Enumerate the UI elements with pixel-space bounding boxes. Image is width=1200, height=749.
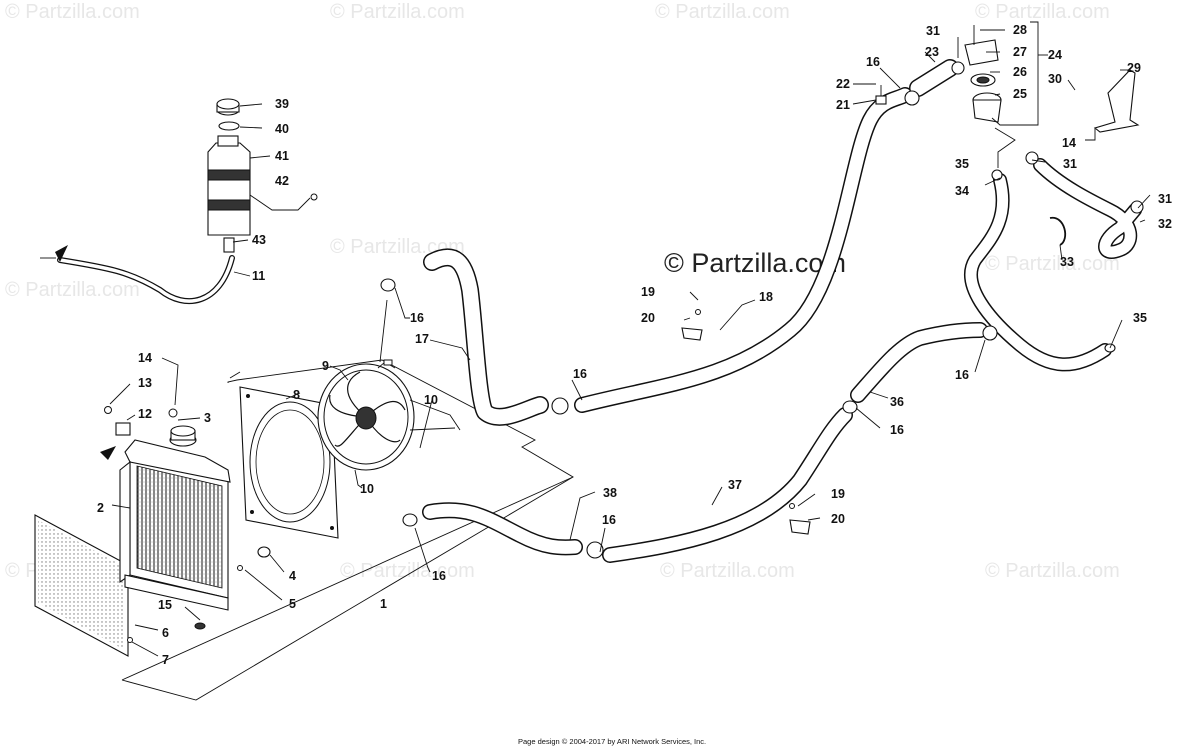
callout-5: 5: [289, 597, 296, 611]
callout-41: 41: [275, 149, 289, 163]
cooling-fan: [317, 359, 461, 471]
callout-4: 4: [289, 569, 296, 583]
callout-9: 9: [322, 359, 329, 373]
callout-16d: 16: [602, 513, 616, 527]
fan-shroud: [239, 386, 339, 539]
watermark-text: © Partzilla.com: [975, 1, 1110, 23]
callout-15: 15: [158, 598, 172, 612]
callout-35a: 35: [955, 157, 969, 171]
callout-18: 18: [759, 290, 773, 304]
watermark-text: © Partzilla.com: [5, 1, 140, 23]
small-parts: [100, 25, 1144, 643]
watermark-text: © Partzilla.com: [655, 1, 790, 23]
callout-43: 43: [252, 233, 266, 247]
callout-layer: 1 2 3 4 5 6 7 8 9 10 10 11 12 13 14 14 1…: [97, 23, 1172, 667]
callout-19b: 19: [831, 487, 845, 501]
watermark-text: © Partzilla.com: [330, 1, 465, 23]
callout-14a: 14: [138, 351, 152, 365]
callout-17: 17: [415, 332, 429, 346]
assembly-outline: [121, 299, 574, 701]
callout-24: 24: [1048, 48, 1062, 62]
callout-37: 37: [728, 478, 742, 492]
callout-34: 34: [955, 184, 969, 198]
callout-20a: 20: [641, 311, 655, 325]
callout-16c: 16: [432, 569, 446, 583]
callout-29: 29: [1127, 61, 1141, 75]
callout-40: 40: [275, 122, 289, 136]
callout-31a: 31: [926, 24, 940, 38]
callout-31c: 31: [1158, 192, 1172, 206]
watermark-text: © Partzilla.com: [985, 253, 1120, 275]
callout-1: 1: [380, 597, 387, 611]
callout-22: 22: [836, 77, 850, 91]
callout-12: 12: [138, 407, 152, 421]
callout-42: 42: [275, 174, 289, 188]
callout-30: 30: [1048, 72, 1062, 86]
callout-32: 32: [1158, 217, 1172, 231]
callout-16e: 16: [890, 423, 904, 437]
callout-33: 33: [1060, 255, 1074, 269]
callout-3: 3: [204, 411, 211, 425]
callout-11: 11: [252, 269, 265, 283]
callout-36: 36: [890, 395, 904, 409]
overflow-tank: [40, 98, 318, 305]
hose-layer: [422, 59, 1142, 563]
callout-26: 26: [1013, 65, 1027, 79]
callout-10b: 10: [360, 482, 374, 496]
callout-6: 6: [162, 626, 169, 640]
footer-copyright: Page design © 2004-2017 by ARI Network S…: [518, 737, 706, 746]
callout-23: 23: [925, 45, 939, 59]
callout-31b: 31: [1063, 157, 1077, 171]
callout-25: 25: [1013, 87, 1027, 101]
callout-16f: 16: [955, 368, 969, 382]
callout-7: 7: [162, 653, 169, 667]
callout-19a: 19: [641, 285, 655, 299]
watermark-text: © Partzilla.com: [660, 560, 795, 582]
callout-27: 27: [1013, 45, 1027, 59]
callout-16g: 16: [866, 55, 880, 69]
callout-14b: 14: [1062, 136, 1076, 150]
callout-35b: 35: [1133, 311, 1147, 325]
callout-39: 39: [275, 97, 289, 111]
watermark-main: © Partzilla.com: [664, 248, 846, 278]
leader-lines: [109, 21, 1151, 657]
callout-38: 38: [603, 486, 617, 500]
callout-10a: 10: [424, 393, 438, 407]
radiator: [34, 425, 231, 657]
callout-8: 8: [293, 388, 300, 402]
callout-21: 21: [836, 98, 850, 112]
callout-16a: 16: [410, 311, 424, 325]
callout-2: 2: [97, 501, 104, 515]
watermark-text: © Partzilla.com: [5, 279, 140, 301]
callout-13: 13: [138, 376, 152, 390]
callout-20b: 20: [831, 512, 845, 526]
watermark-text: © Partzilla.com: [985, 560, 1120, 582]
callout-16b: 16: [573, 367, 587, 381]
callout-28: 28: [1013, 23, 1027, 37]
watermark-text: © Partzilla.com: [340, 560, 475, 582]
